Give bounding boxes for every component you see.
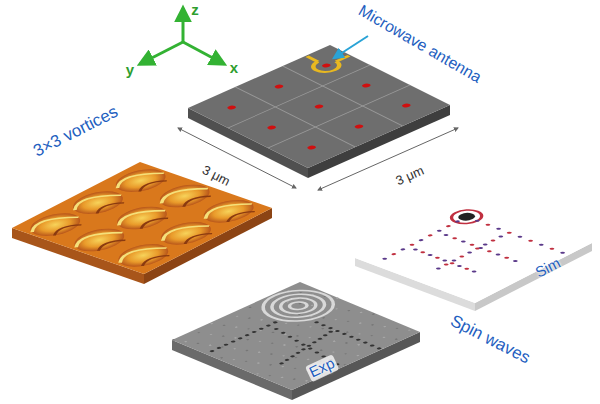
slab-top	[188, 45, 450, 168]
dimension-label: 3 μm	[392, 163, 428, 190]
vortex-slab	[12, 162, 272, 284]
dimension-line	[178, 128, 296, 188]
vortex-core	[361, 83, 373, 88]
vortex-core	[226, 105, 238, 110]
vortex-core	[273, 84, 285, 89]
leader-arrow	[334, 36, 368, 58]
vortex-core	[353, 124, 365, 129]
slab-top	[355, 198, 592, 303]
vortex-core	[306, 145, 318, 150]
vortex-core	[321, 63, 333, 68]
dimension-line	[318, 128, 458, 190]
vortex-core	[266, 125, 278, 130]
vortex-core	[401, 103, 413, 108]
experiment-slab	[172, 282, 420, 400]
simulation-slab	[355, 198, 592, 311]
axis-label: y	[124, 62, 136, 79]
axis-label: z	[189, 2, 201, 19]
sample-slab	[188, 45, 450, 178]
panel-label: 3×3 vortices	[29, 102, 123, 162]
slab-top	[12, 162, 272, 274]
slab-top	[172, 282, 420, 390]
axis-label: x	[228, 60, 240, 77]
axes	[140, 8, 224, 64]
panel-label: Spin waves	[445, 311, 535, 369]
vortex-core	[313, 104, 325, 109]
